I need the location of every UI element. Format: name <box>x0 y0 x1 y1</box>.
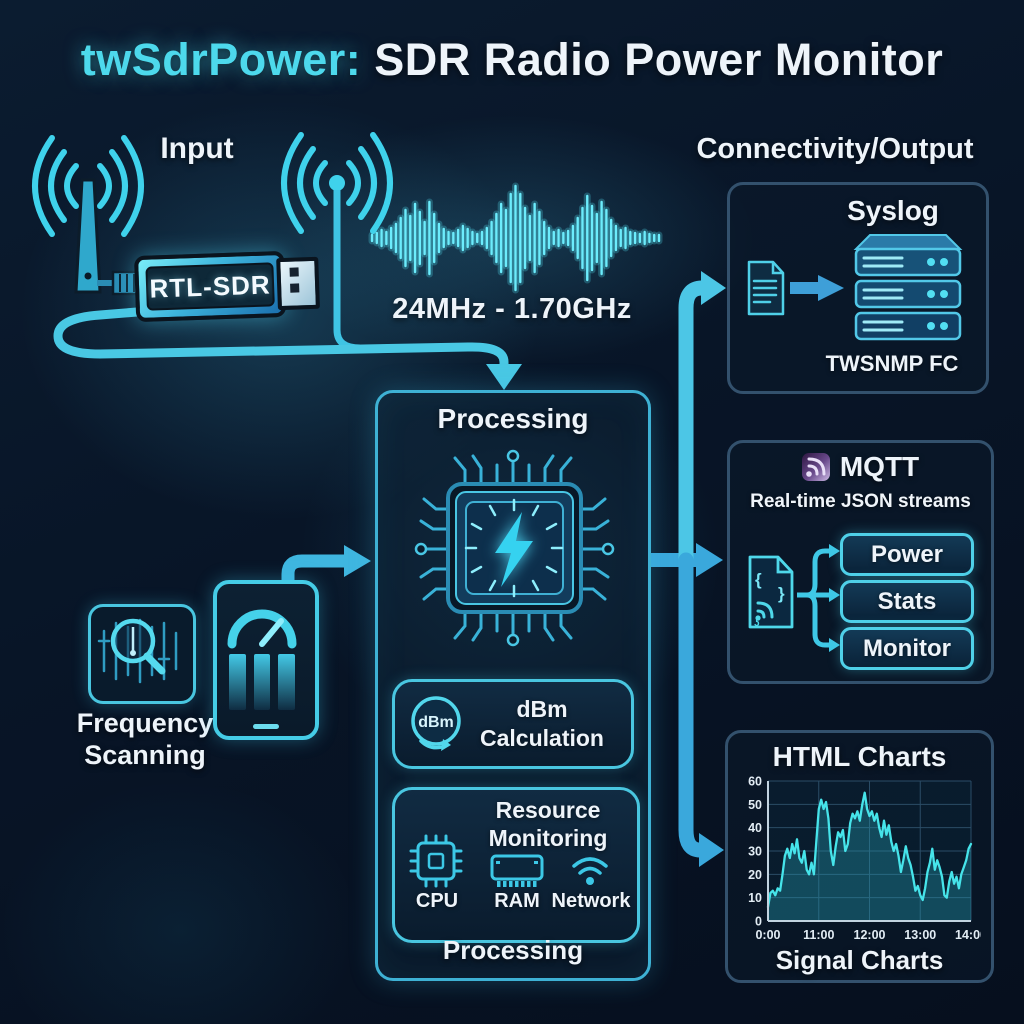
antenna-icon-right <box>281 132 393 352</box>
mqtt-header: MQTT <box>730 451 991 483</box>
svg-text:14:00: 14:00 <box>955 928 981 942</box>
svg-text:0:00: 0:00 <box>755 928 780 942</box>
mqtt-subtitle: Real-time JSON streams <box>750 491 971 512</box>
syslog-target-label: TWSNMP FC <box>825 351 959 376</box>
arrow-scanner-to-processing <box>281 545 371 595</box>
page-title-accent: twSdrPower: <box>80 34 362 85</box>
svg-text:ʖ: ʖ <box>754 618 760 629</box>
topic-branch-lines <box>797 544 840 652</box>
svg-text:{: { <box>755 570 762 589</box>
output-section-label: Connectivity/Output <box>696 133 974 165</box>
dongle-body: RTL-SDR <box>134 250 287 323</box>
magnifier-frequency-icon <box>97 618 178 684</box>
html-charts-box: HTML Charts 0 10 20 30 40 50 60 0:00 11:00 12:00 1… <box>725 730 994 983</box>
resource-monitoring-box: Resource Monitoring CPU <box>392 787 640 943</box>
cpu-chip-graphic <box>414 449 615 647</box>
usb-cable <box>53 307 522 390</box>
antenna-icon-left <box>32 135 144 296</box>
server-stack-icon <box>853 234 963 341</box>
page-title-rest: SDR Radio Power Monitor <box>361 34 944 85</box>
gauge-icon <box>227 609 297 649</box>
mqtt-topic-monitor: Monitor <box>840 627 974 670</box>
cpu-icon <box>409 834 463 888</box>
arrow-to-syslog <box>701 271 726 305</box>
network-wifi-icon <box>572 857 608 885</box>
dongle-label: RTL-SDR <box>145 262 275 311</box>
rf-waveform-icon <box>368 182 663 294</box>
html-charts-title: HTML Charts <box>772 741 947 772</box>
svg-text:20: 20 <box>748 868 762 882</box>
arrow-doc-to-server <box>790 275 844 301</box>
dbm-badge-icon: dBm <box>411 696 461 751</box>
ram-icon <box>490 854 544 887</box>
mqtt-title: MQTT <box>839 451 920 482</box>
network-label: Network <box>551 890 631 912</box>
rtl-sdr-dongle: RTL-SDR <box>134 250 320 323</box>
mqtt-topic-stats: Stats <box>840 580 974 623</box>
svg-text:60: 60 <box>748 775 762 789</box>
arrow-to-charts <box>699 833 724 867</box>
dbm-calculation-label: dBm Calculation <box>480 696 604 751</box>
input-section-label: Input <box>160 132 234 165</box>
arrow-to-mqtt <box>696 543 723 577</box>
usb-plug-icon <box>276 256 320 311</box>
svg-text:}: } <box>778 584 785 603</box>
dbm-calculation-box: dBm dBm Calculation <box>392 679 634 769</box>
svg-text:dBm: dBm <box>418 714 454 731</box>
syslog-box: Syslog <box>727 182 989 394</box>
svg-text:50: 50 <box>748 798 762 812</box>
signal-bars <box>229 654 296 710</box>
processing-box: Processing <box>375 390 651 981</box>
svg-text:10: 10 <box>748 891 762 905</box>
mqtt-icon <box>801 453 830 481</box>
mqtt-topic-power: Power <box>840 533 974 576</box>
syslog-title: Syslog <box>847 195 939 226</box>
arrow-input-to-processing <box>486 364 522 390</box>
page-title: twSdrPower: SDR Radio Power Monitor <box>0 34 1024 86</box>
processing-title: Processing <box>437 403 589 434</box>
svg-text:30: 30 <box>748 845 762 859</box>
svg-text:11:00: 11:00 <box>803 928 834 942</box>
resource-monitoring-title: Resource Monitoring <box>488 797 608 852</box>
signal-chart: 0 10 20 30 40 50 60 0:00 11:00 12:00 13:00 14:00 <box>748 775 981 942</box>
svg-text:40: 40 <box>748 821 762 835</box>
ram-label: RAM <box>494 890 540 912</box>
svg-text:0: 0 <box>755 915 762 929</box>
cpu-label: CPU <box>415 890 459 912</box>
lightning-bolt-icon <box>495 512 533 587</box>
phone-home-bar <box>253 724 279 729</box>
svg-text:12:00: 12:00 <box>854 928 886 942</box>
mqtt-box: MQTT Real-time JSON streams { } ʖ <box>727 440 994 684</box>
svg-text:13:00: 13:00 <box>904 928 936 942</box>
processing-footer-label: Processing <box>442 935 584 965</box>
signal-charts-caption: Signal Charts <box>775 945 944 975</box>
log-document-icon <box>747 260 785 316</box>
json-file-icon: { } ʖ <box>748 555 794 629</box>
frequency-range-label: 24MHz - 1.70GHz <box>392 293 632 325</box>
arrow-processing-to-outputs <box>648 271 726 867</box>
frequency-scan-icon-box <box>88 604 196 704</box>
gauge-device-icon <box>213 580 319 740</box>
frequency-scanning-label: Frequency Scanning <box>76 708 214 770</box>
